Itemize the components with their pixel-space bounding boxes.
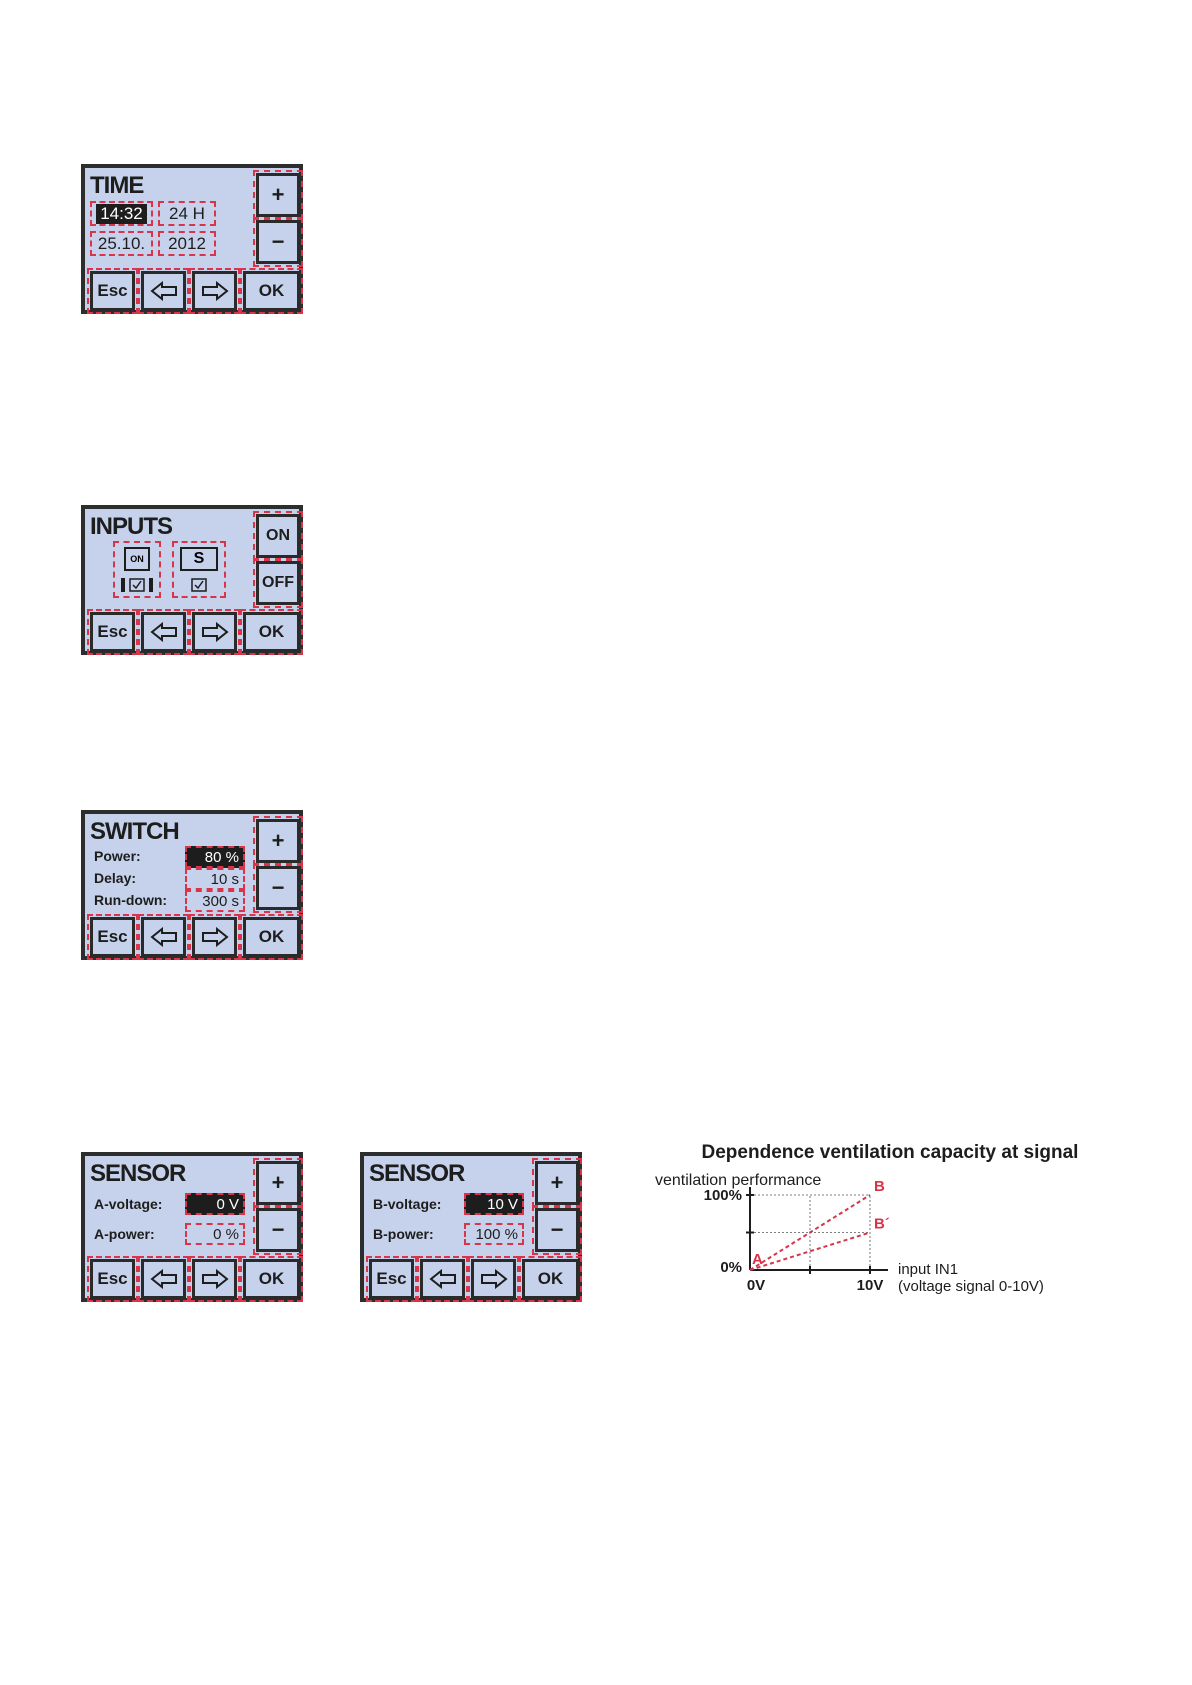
plus-button[interactable]: + <box>253 816 303 866</box>
power-label: Power: <box>94 848 141 864</box>
plus-button[interactable]: + <box>253 1158 303 1208</box>
b-power-label: B-power: <box>373 1226 434 1242</box>
ok-button[interactable]: OK <box>240 914 303 960</box>
screen-title: SWITCH <box>90 818 180 845</box>
arrow-left-icon <box>149 1269 177 1289</box>
run-down-label: Run-down: <box>94 892 168 908</box>
arrow-left-icon <box>149 281 177 301</box>
checkbox-checked-icon <box>121 578 153 593</box>
ventilation-capacity-chart: Dependence ventilation capacity at signa… <box>655 1142 1079 1295</box>
esc-button[interactable]: Esc <box>87 609 138 655</box>
arrow-left-icon <box>428 1269 456 1289</box>
series-line-b <box>749 1194 871 1271</box>
screen-title: INPUTS <box>90 513 173 540</box>
ok-button[interactable]: OK <box>519 1256 582 1302</box>
x-axis-note: (voltage signal 0-10V) <box>898 1278 1044 1295</box>
arrow-right-icon <box>201 622 229 642</box>
delay-label: Delay: <box>94 870 137 886</box>
power-value[interactable]: 80 % <box>185 846 245 868</box>
right-arrow-button[interactable] <box>189 914 240 960</box>
arrow-right-icon <box>201 927 229 947</box>
esc-button[interactable]: Esc <box>366 1256 417 1302</box>
plus-button[interactable]: + <box>532 1158 582 1208</box>
sensor-a-screen: SENSOR A-voltage: 0 V A-power: 0 % + − E… <box>81 1152 303 1302</box>
x-axis-label: input IN1 <box>898 1261 958 1278</box>
arrow-left-icon <box>149 927 177 947</box>
left-arrow-button[interactable] <box>138 1256 189 1302</box>
arrow-right-icon <box>480 1269 508 1289</box>
left-arrow-button[interactable] <box>138 609 189 655</box>
inputs-screen: INPUTS ON S ON OFF Esc OK <box>81 505 303 655</box>
minus-button[interactable]: − <box>532 1205 582 1255</box>
arrow-right-icon <box>201 1269 229 1289</box>
ok-button[interactable]: OK <box>240 1256 303 1302</box>
right-arrow-button[interactable] <box>468 1256 519 1302</box>
time-field[interactable]: 14:32 <box>90 201 153 226</box>
right-arrow-button[interactable] <box>189 1256 240 1302</box>
y-axis-label: ventilation performance <box>655 1172 821 1189</box>
point-label: B <box>874 1178 885 1195</box>
left-arrow-button[interactable] <box>138 914 189 960</box>
a-power-label: A-power: <box>94 1226 155 1242</box>
minus-button[interactable]: − <box>253 1205 303 1255</box>
b-power-value[interactable]: 100 % <box>464 1223 524 1245</box>
esc-button[interactable]: Esc <box>87 914 138 960</box>
sensor-b-screen: SENSOR B-voltage: 10 V B-power: 100 % + … <box>360 1152 582 1302</box>
minus-button[interactable]: − <box>253 863 303 913</box>
sensor-input-toggle[interactable]: S <box>172 541 226 598</box>
switch-icon: ON <box>124 546 150 571</box>
a-power-value[interactable]: 0 % <box>185 1223 245 1245</box>
esc-button[interactable]: Esc <box>87 1256 138 1302</box>
delay-value[interactable]: 10 s <box>185 868 245 890</box>
left-arrow-button[interactable] <box>417 1256 468 1302</box>
time-screen: TIME 14:32 24 H 25.10. 2012 + − Esc OK <box>81 164 303 314</box>
run-down-value[interactable]: 300 s <box>185 890 245 912</box>
checkbox-checked-icon <box>191 578 207 592</box>
left-arrow-button[interactable] <box>138 268 189 314</box>
y-tick-label: 100% <box>704 1187 742 1204</box>
x-tick-label: 0V <box>747 1277 765 1294</box>
ok-button[interactable]: OK <box>240 609 303 655</box>
date-field[interactable]: 25.10. <box>90 231 153 256</box>
off-button[interactable]: OFF <box>253 558 303 608</box>
chart-title: Dependence ventilation capacity at signa… <box>702 1142 1079 1163</box>
b-voltage-value[interactable]: 10 V <box>464 1193 524 1215</box>
on-button[interactable]: ON <box>253 511 303 561</box>
right-arrow-button[interactable] <box>189 609 240 655</box>
arrow-right-icon <box>201 281 229 301</box>
switch-input-toggle[interactable]: ON <box>113 541 161 598</box>
esc-button[interactable]: Esc <box>87 268 138 314</box>
b-voltage-label: B-voltage: <box>373 1196 442 1212</box>
point-label: B´ <box>874 1216 890 1233</box>
time-format-field[interactable]: 24 H <box>158 201 216 226</box>
screen-title: SENSOR <box>90 1160 186 1187</box>
point-label: A <box>752 1251 763 1268</box>
a-voltage-value[interactable]: 0 V <box>185 1193 245 1215</box>
right-arrow-button[interactable] <box>189 268 240 314</box>
plus-button[interactable]: + <box>253 170 303 220</box>
sensor-icon: S <box>180 546 218 571</box>
switch-screen: SWITCH Power: 80 % Delay: 10 s Run-down:… <box>81 810 303 960</box>
year-field[interactable]: 2012 <box>158 231 216 256</box>
screen-title: SENSOR <box>369 1160 465 1187</box>
ok-button[interactable]: OK <box>240 268 303 314</box>
x-tick-label: 10V <box>857 1277 884 1294</box>
screen-title: TIME <box>90 172 144 199</box>
a-voltage-label: A-voltage: <box>94 1196 163 1212</box>
minus-button[interactable]: − <box>253 217 303 267</box>
y-tick-label: 0% <box>720 1259 742 1276</box>
arrow-left-icon <box>149 622 177 642</box>
